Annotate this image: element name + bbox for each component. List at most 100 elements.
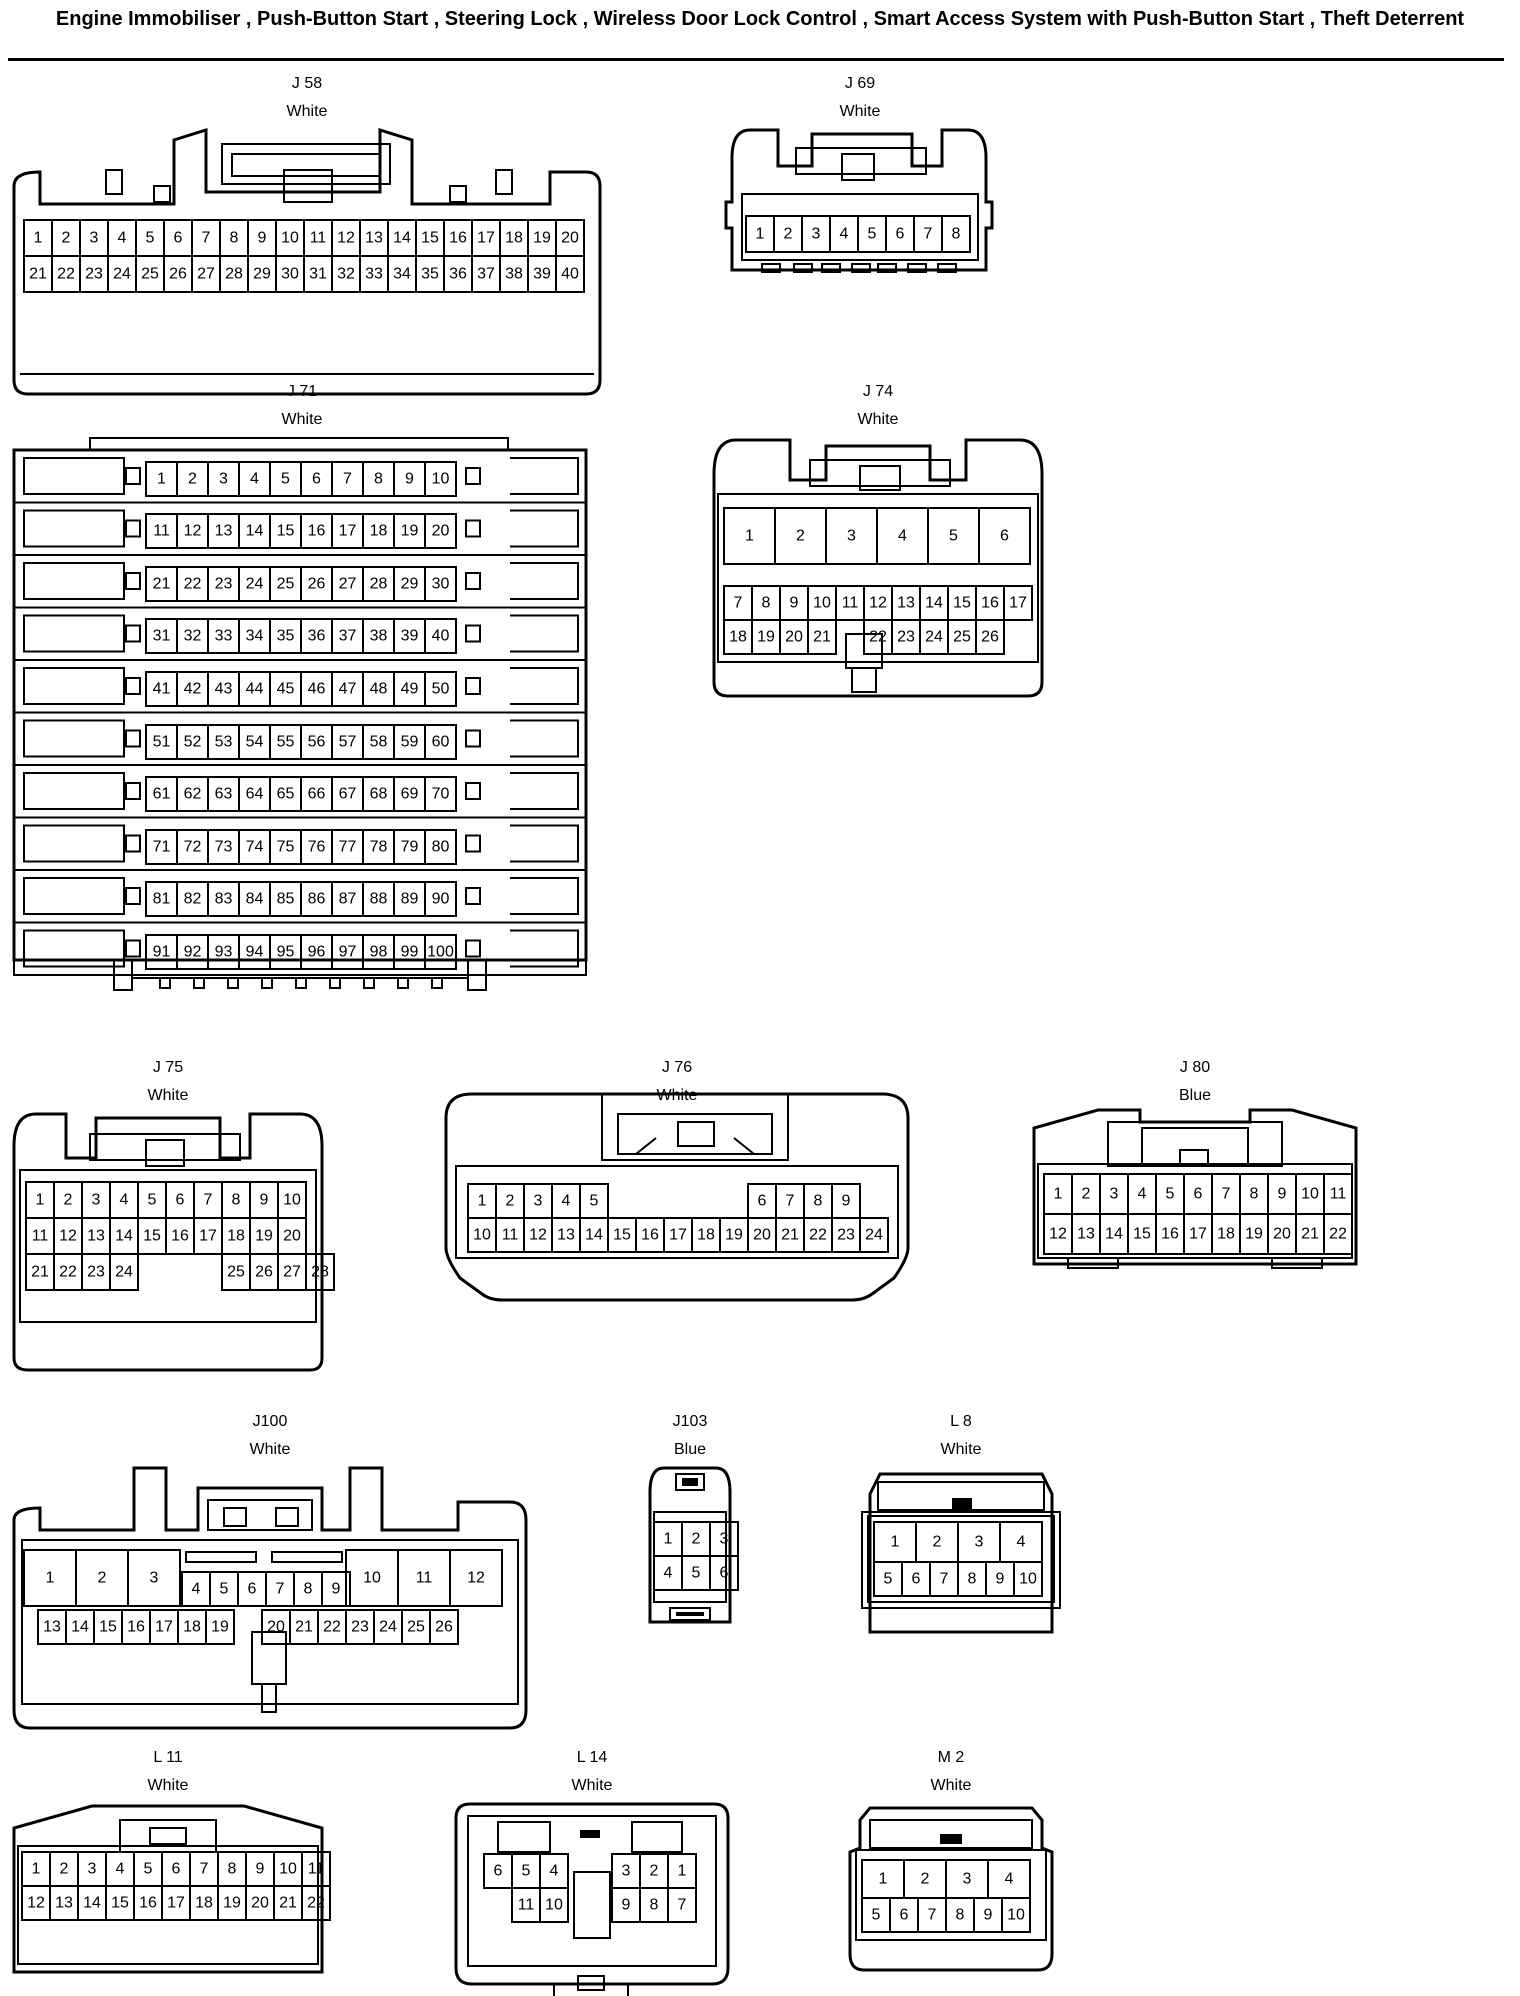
pin-number: 99 xyxy=(401,944,419,961)
pin-number: 97 xyxy=(339,944,357,961)
pin-8: 8 xyxy=(751,585,781,621)
pin-98: 98 xyxy=(362,934,395,970)
pin-11: 11 xyxy=(511,1887,541,1923)
pin-1: 1 xyxy=(21,1851,51,1887)
pin-number: 88 xyxy=(370,891,388,908)
pin-number: 1 xyxy=(46,1570,55,1587)
pin-number: 25 xyxy=(953,629,971,646)
pin-number: 35 xyxy=(277,628,295,645)
pin-34: 34 xyxy=(387,255,417,293)
pin-1: 1 xyxy=(467,1183,497,1219)
pin-75: 75 xyxy=(269,829,302,865)
pin-4: 4 xyxy=(105,1851,135,1887)
pin-7: 7 xyxy=(193,1181,223,1219)
pin-number: 8 xyxy=(762,595,771,612)
pin-2: 2 xyxy=(903,1859,947,1899)
pin-44: 44 xyxy=(238,671,271,707)
pin-5: 5 xyxy=(927,507,980,565)
pin-number: 5 xyxy=(220,1581,229,1598)
pin-number: 11 xyxy=(502,1227,519,1244)
pin-number: 14 xyxy=(393,230,411,247)
pin-number: 1 xyxy=(678,1863,687,1880)
pin-number: 37 xyxy=(477,266,495,283)
pin-number: 14 xyxy=(115,1228,133,1245)
pin-number: 18 xyxy=(697,1227,715,1244)
pin-number: 71 xyxy=(153,839,171,856)
pin-33: 33 xyxy=(207,618,240,654)
pin-number: 67 xyxy=(339,786,357,803)
pin-18: 18 xyxy=(499,219,529,257)
pin-number: 8 xyxy=(232,1192,241,1209)
pin-3: 3 xyxy=(1099,1173,1129,1215)
pin-number: 36 xyxy=(308,628,326,645)
pin-number: 18 xyxy=(370,523,388,540)
pin-number: 3 xyxy=(150,1570,159,1587)
pin-number: 5 xyxy=(872,1907,881,1924)
pin-number: 38 xyxy=(505,266,523,283)
pin-number: 21 xyxy=(279,1895,297,1912)
pin-85: 85 xyxy=(269,881,302,917)
pin-11: 11 xyxy=(145,513,178,549)
pin-9: 9 xyxy=(249,1181,279,1219)
pin-number: 89 xyxy=(401,891,419,908)
pin-number: 1 xyxy=(664,1531,673,1548)
pin-7: 7 xyxy=(913,215,943,253)
pin-10: 10 xyxy=(467,1217,497,1253)
pin-number: 100 xyxy=(427,944,454,961)
pin-22: 22 xyxy=(803,1217,833,1253)
pin-number: 30 xyxy=(281,266,299,283)
pin-number: 2 xyxy=(188,471,197,488)
pin-23: 23 xyxy=(345,1609,375,1645)
pin-number: 7 xyxy=(928,1907,937,1924)
pin-6: 6 xyxy=(889,1897,919,1933)
pin-number: 21 xyxy=(1301,1226,1319,1243)
pin-number: 19 xyxy=(223,1895,241,1912)
pin-55: 55 xyxy=(269,724,302,760)
pin-number: 6 xyxy=(172,1861,181,1878)
pin-number: 61 xyxy=(153,786,171,803)
pin-number: 19 xyxy=(401,523,419,540)
connector-name: J 74 xyxy=(862,383,894,400)
pin-number: 9 xyxy=(622,1897,631,1914)
pin-11: 11 xyxy=(25,1217,55,1255)
connector-name: L 8 xyxy=(950,1413,972,1430)
pin-92: 92 xyxy=(176,934,209,970)
pin-number: 20 xyxy=(251,1895,269,1912)
pin-19: 19 xyxy=(205,1609,235,1645)
pin-18: 18 xyxy=(1211,1213,1241,1255)
pin-number: 47 xyxy=(339,681,357,698)
pin-31: 31 xyxy=(145,618,178,654)
pin-number: 14 xyxy=(1105,1226,1123,1243)
pin-number: 24 xyxy=(113,266,131,283)
pin-8: 8 xyxy=(639,1887,669,1923)
pin-number: 15 xyxy=(1133,1226,1151,1243)
pin-number: 23 xyxy=(85,266,103,283)
pin-number: 19 xyxy=(725,1227,743,1244)
pin-number: 91 xyxy=(153,944,171,961)
pin-17: 17 xyxy=(1003,585,1033,621)
pin-49: 49 xyxy=(393,671,426,707)
pin-14: 14 xyxy=(579,1217,609,1253)
pin-number: 26 xyxy=(169,266,187,283)
pin-number: 58 xyxy=(370,734,388,751)
pin-number: 51 xyxy=(153,734,171,751)
pin-38: 38 xyxy=(362,618,395,654)
pin-27: 27 xyxy=(277,1253,307,1291)
pin-number: 3 xyxy=(88,1861,97,1878)
pin-22: 22 xyxy=(863,619,893,655)
pin-number: 13 xyxy=(557,1227,575,1244)
pin-8: 8 xyxy=(957,1561,987,1597)
pin-56: 56 xyxy=(300,724,333,760)
pin-27: 27 xyxy=(191,255,221,293)
pin-number: 9 xyxy=(258,230,267,247)
pin-5: 5 xyxy=(133,1851,163,1887)
pin-26: 26 xyxy=(975,619,1005,655)
pin-number: 13 xyxy=(43,1619,61,1636)
pin-89: 89 xyxy=(393,881,426,917)
pin-number: 4 xyxy=(1005,1871,1014,1888)
pin-number: 1 xyxy=(36,1192,45,1209)
pin-number: 62 xyxy=(184,786,202,803)
pin-27: 27 xyxy=(331,566,364,602)
pin-number: 13 xyxy=(365,230,383,247)
